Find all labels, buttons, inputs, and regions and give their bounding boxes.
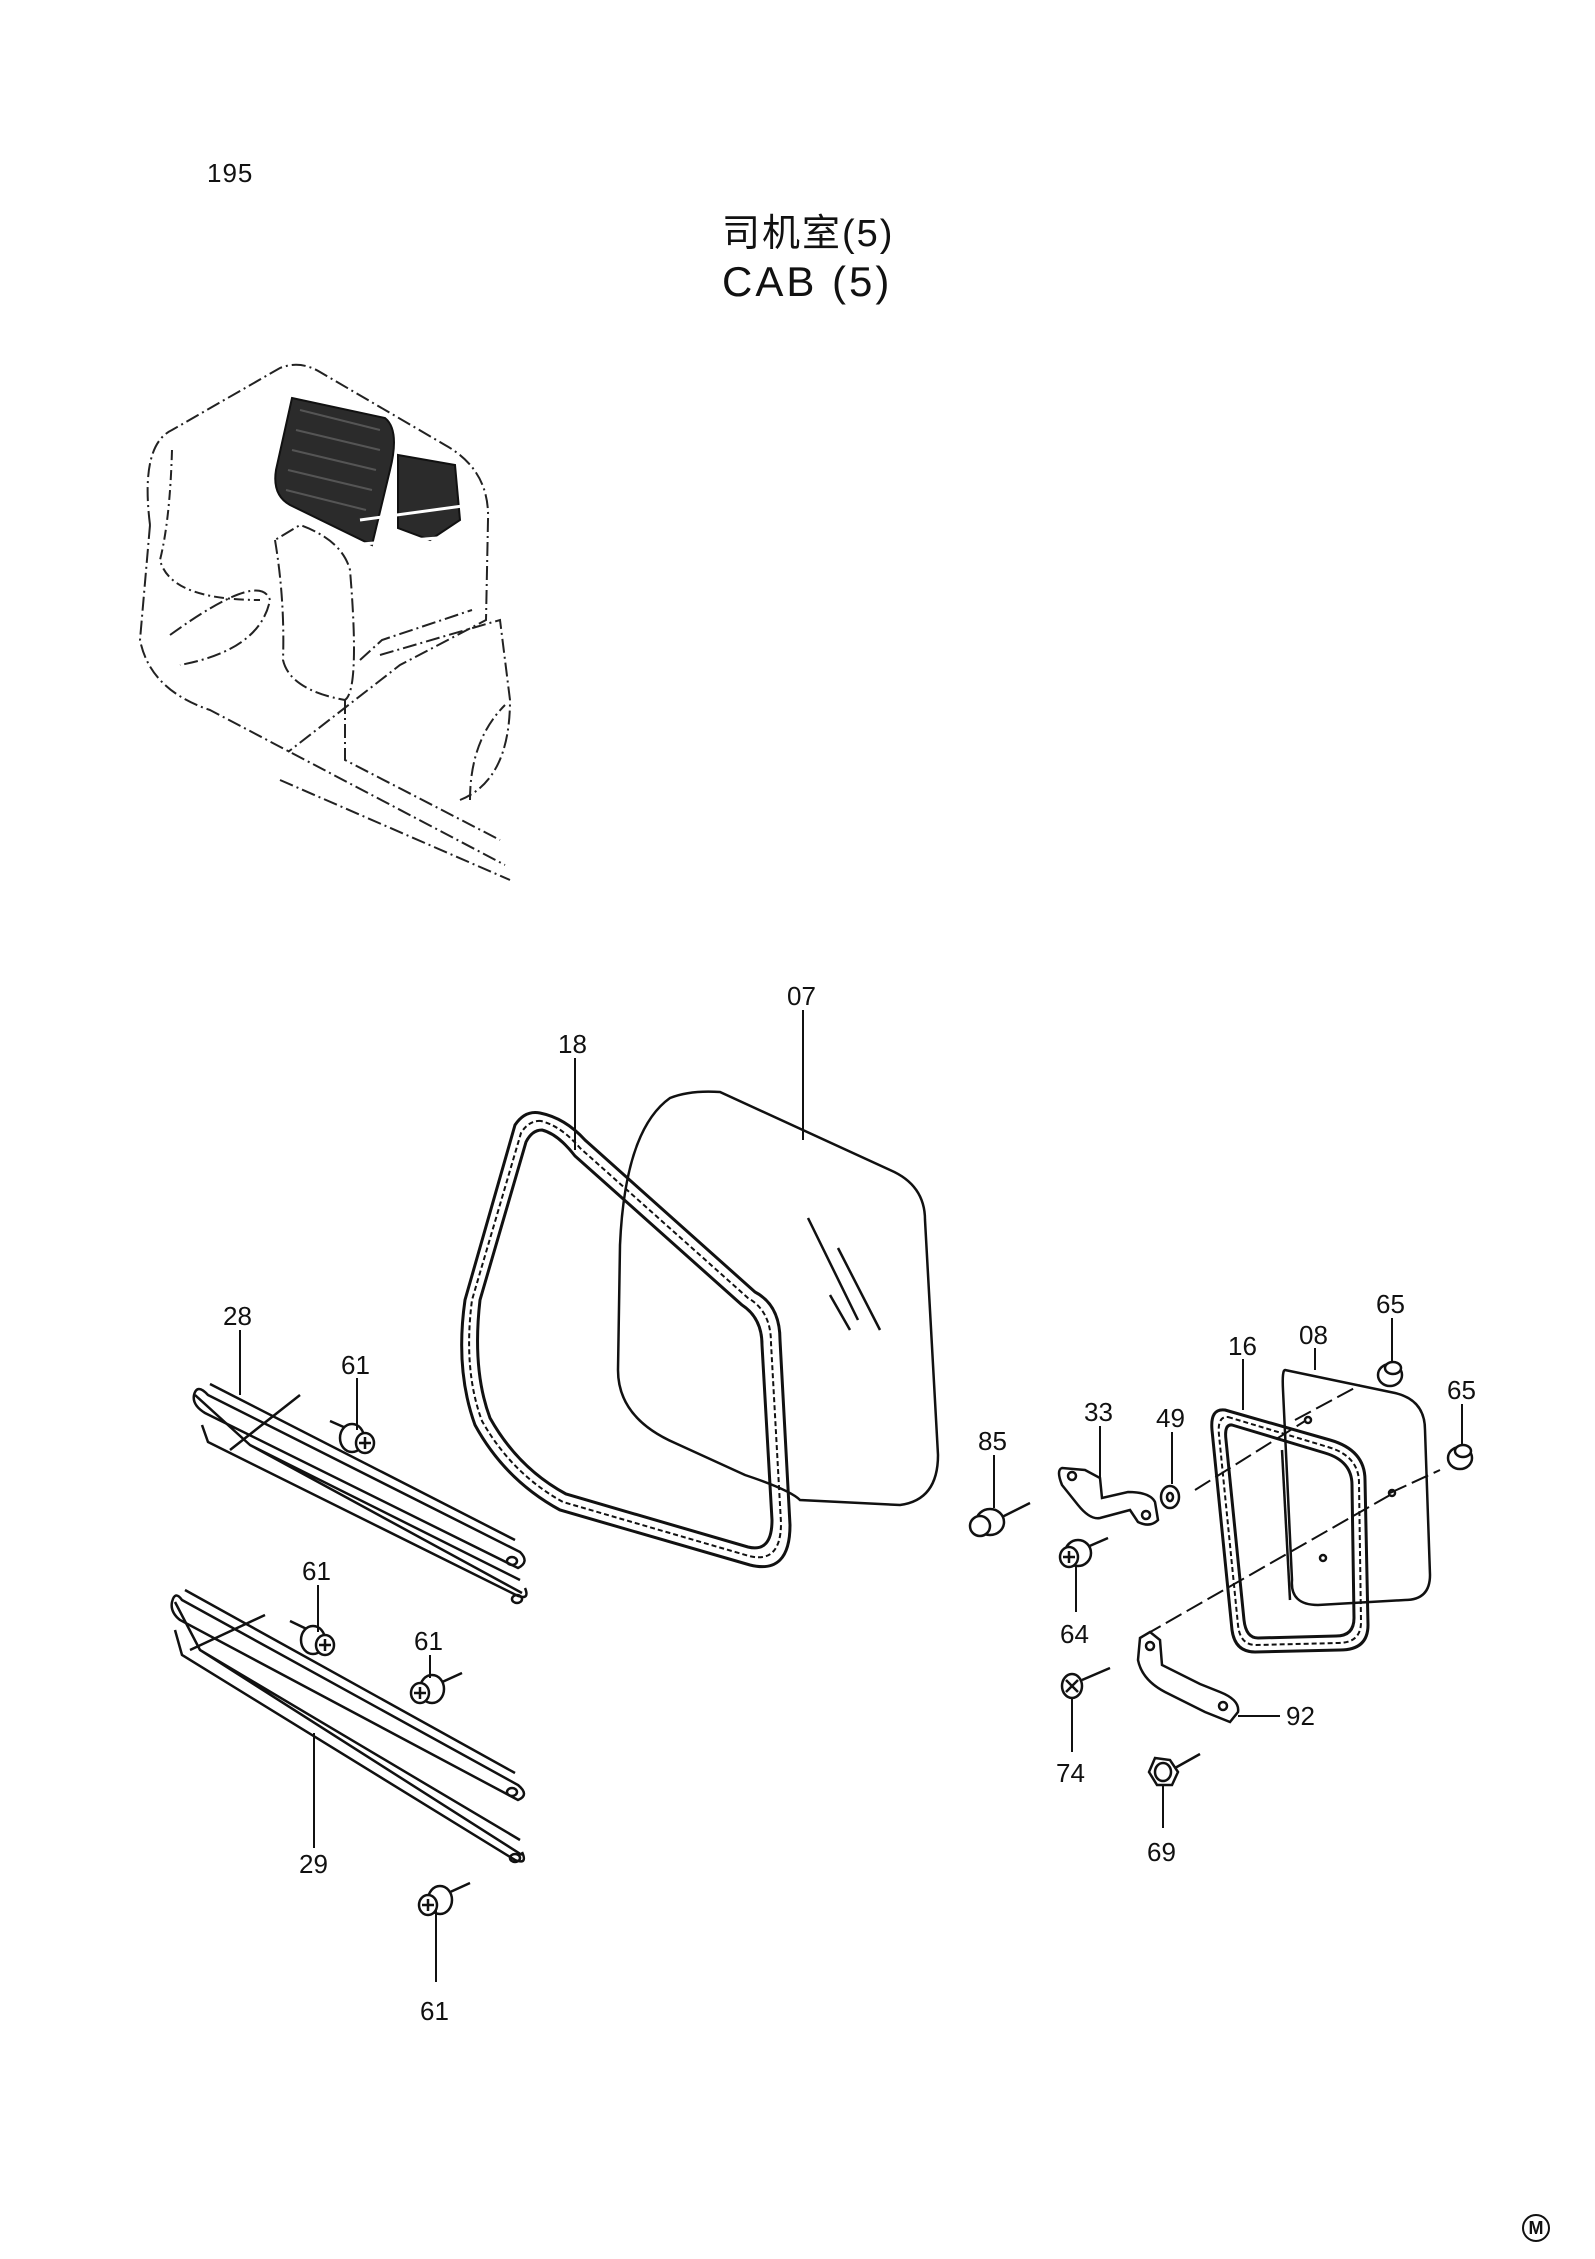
highlighted-window-in-cab — [274, 396, 476, 547]
label-18: 18 — [558, 1029, 587, 1059]
part-08-small-glass — [1280, 1368, 1432, 1607]
screw-61-upper — [329, 1419, 376, 1455]
screw-61-mid-right — [409, 1671, 463, 1705]
screw-74 — [1060, 1666, 1111, 1700]
part-28-molding — [192, 1382, 528, 1605]
screw-61-mid-left — [289, 1619, 336, 1657]
screw-64 — [1058, 1536, 1109, 1569]
label-61-upper: 61 — [341, 1350, 370, 1380]
part-16-small-seal — [1210, 1408, 1370, 1654]
title-chinese: 司机室(5) — [722, 213, 895, 255]
label-61-lower: 61 — [420, 1996, 449, 2026]
label-65-right: 65 — [1447, 1375, 1476, 1405]
part-07-glass — [616, 1090, 940, 1507]
label-28: 28 — [223, 1301, 252, 1331]
label-29: 29 — [299, 1849, 328, 1879]
leader-lines — [239, 1010, 1463, 1982]
screw-61-lower — [417, 1881, 471, 1917]
part-92-bracket — [1136, 1630, 1240, 1724]
label-65-upper: 65 — [1376, 1289, 1405, 1319]
label-08: 08 — [1299, 1320, 1328, 1350]
page-title: 司机室(5) CAB (5) — [722, 212, 894, 306]
part-33-bracket — [1057, 1466, 1160, 1526]
nut-65-right — [1446, 1443, 1474, 1471]
label-33: 33 — [1084, 1397, 1113, 1427]
part-29-molding — [170, 1588, 526, 1864]
label-07: 07 — [787, 981, 816, 1011]
label-69: 69 — [1147, 1837, 1176, 1867]
label-74: 74 — [1056, 1758, 1085, 1788]
label-61-mid-right: 61 — [414, 1626, 443, 1656]
page-number: 195 — [207, 158, 254, 188]
copyright-mark: M — [1522, 2214, 1550, 2242]
label-92: 92 — [1286, 1701, 1315, 1731]
label-16: 16 — [1228, 1331, 1257, 1361]
part-labels: 07 18 28 61 61 61 29 61 08 16 65 65 85 3… — [223, 981, 1476, 2026]
cab-overview-illustration — [138, 363, 512, 881]
nut-65-upper — [1376, 1360, 1404, 1388]
title-english: CAB (5) — [722, 257, 893, 305]
washer-49 — [1159, 1484, 1181, 1510]
screw-85 — [968, 1501, 1031, 1538]
bolt-69 — [1147, 1752, 1201, 1787]
label-85: 85 — [978, 1426, 1007, 1456]
part-18-window-seal — [460, 1111, 792, 1568]
label-49: 49 — [1156, 1403, 1185, 1433]
label-64: 64 — [1060, 1619, 1089, 1649]
label-61-mid-left: 61 — [302, 1556, 331, 1586]
